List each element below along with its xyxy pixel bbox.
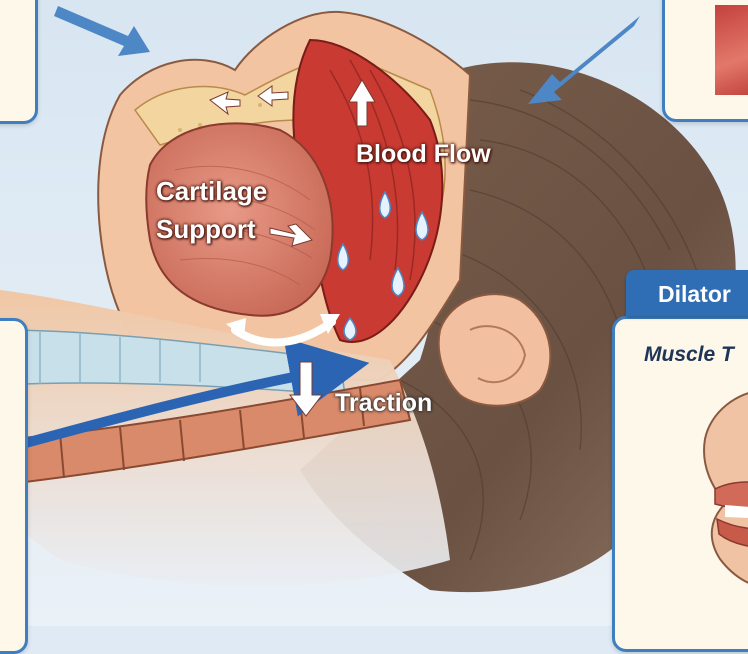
lips-illustration	[615, 319, 748, 649]
ear	[439, 294, 551, 406]
tissue-thumbnail	[715, 5, 748, 95]
info-panel-left	[0, 318, 28, 654]
dilator-panel-title: Dilator	[658, 281, 731, 308]
info-panel-top-left	[0, 0, 38, 124]
blood-flow-label: Blood Flow	[356, 140, 491, 169]
info-panel-top-right	[662, 0, 748, 122]
cartilage-label-line2: Support	[156, 214, 256, 245]
dilator-panel-subtitle: Muscle T	[644, 343, 734, 367]
cartilage-label-line1: Cartilage	[156, 176, 267, 207]
traction-label: Traction	[335, 389, 432, 418]
